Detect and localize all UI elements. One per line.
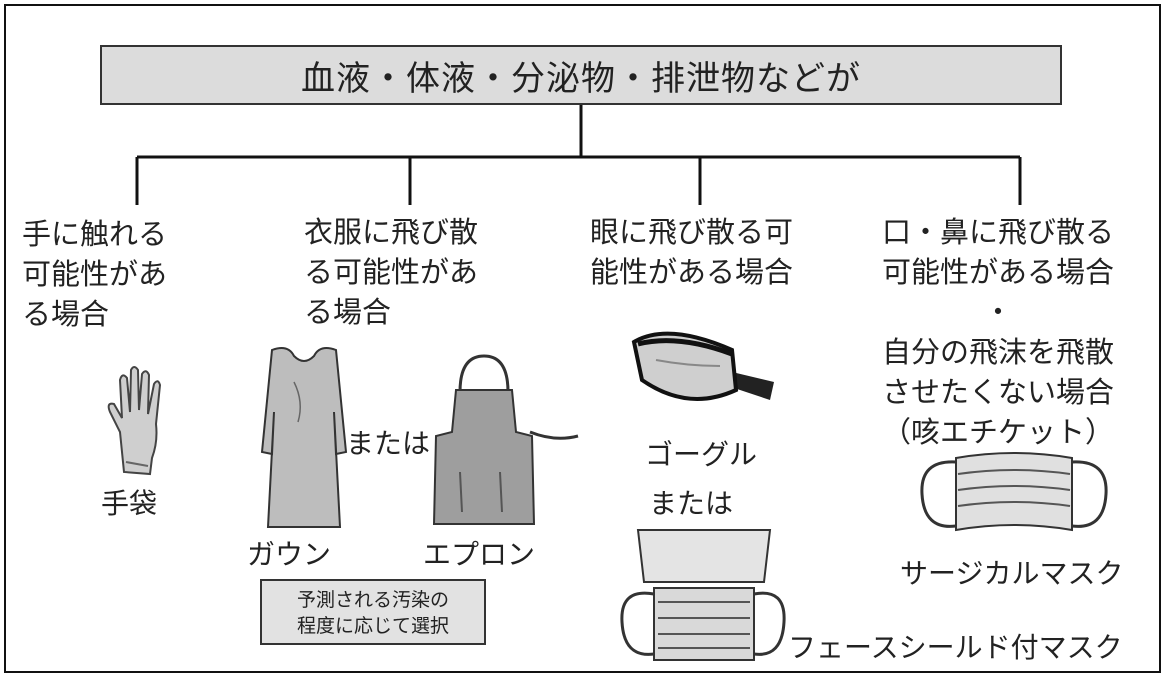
goggles-label: ゴーグル xyxy=(645,438,758,471)
or-label-clothes: または xyxy=(346,427,431,460)
category-hands: 手に触れる 可能性があ る場合 xyxy=(22,217,168,331)
goggles-icon xyxy=(631,331,774,401)
selection-note: 予測される汚染の 程度に応じて選択 xyxy=(260,579,486,645)
face-shield-mask-icon xyxy=(620,529,786,661)
diagram-title: 血液・体液・分泌物・排泄物などが xyxy=(100,45,1062,105)
face-shield-mask-label: フェースシールド付マスク xyxy=(788,631,1123,664)
or-label-eyes: または xyxy=(649,487,734,520)
surgical-mask-icon xyxy=(920,452,1108,532)
gown-icon xyxy=(260,347,348,528)
surgical-mask-label: サージカルマスク xyxy=(900,557,1124,590)
category-eyes: 眼に飛び散る可 能性がある場合 xyxy=(590,215,794,289)
glove-icon xyxy=(107,366,162,476)
apron-icon xyxy=(432,354,579,525)
apron-label: エプロン xyxy=(423,538,536,571)
gloves-label: 手袋 xyxy=(101,487,158,520)
gown-label: ガウン xyxy=(247,538,332,571)
diagram-frame xyxy=(4,4,1161,673)
category-mouth-nose: 口・鼻に飛び散る 可能性がある場合 ・ 自分の飛沫を飛散 させたくない場合 （咳… xyxy=(881,215,1114,449)
category-clothes: 衣服に飛び散 る可能性があ る場合 xyxy=(304,215,479,329)
